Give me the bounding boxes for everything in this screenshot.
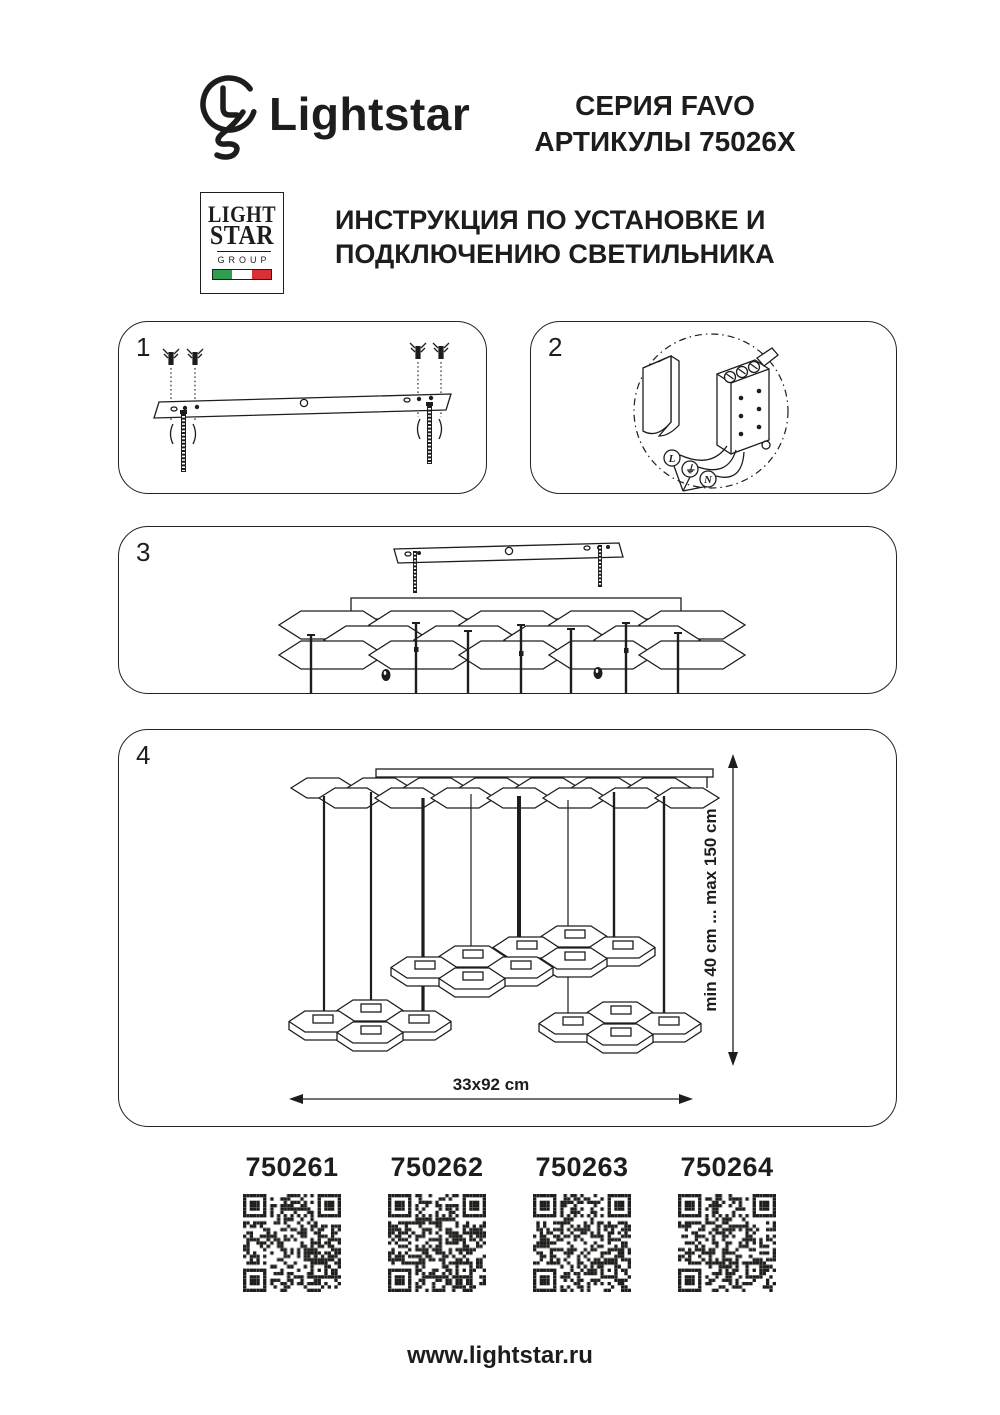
- fixture-mounting-diagram: [278, 542, 746, 693]
- lightstar-group-logo: LIGHT STAR GROUP: [200, 192, 284, 294]
- qr-item-750263: 750263: [533, 1152, 631, 1292]
- qr-item-750261: 750261: [243, 1152, 341, 1292]
- group-logo-star: STAR: [209, 220, 275, 251]
- suspended-clusters: [289, 926, 701, 1053]
- instruction-title: ИНСТРУКЦИЯ ПО УСТАНОВКЕ И ПОДКЛЮЧЕНИЮ СВ…: [335, 203, 835, 271]
- honeycomb-modules: [278, 610, 746, 670]
- step-3-number: 3: [136, 537, 151, 567]
- qr-code-icon: [243, 1194, 341, 1292]
- logo-wordmark: Lightstar: [269, 87, 471, 140]
- website-url: www.lightstar.ru: [407, 1342, 593, 1369]
- step-1-panel: 1: [118, 321, 487, 494]
- ceiling-modules: [290, 777, 720, 809]
- step-4-number: 4: [136, 740, 151, 770]
- detail-circle: [633, 333, 789, 489]
- earth-wire-label: ⏚: [685, 464, 696, 476]
- height-range-label: min 40 cm ... max 150 cm: [701, 808, 720, 1011]
- step-3-panel: 3: [118, 526, 897, 694]
- width-dimension: 33x92 cm: [289, 1075, 693, 1104]
- qr-item-750262: 750262: [388, 1152, 486, 1292]
- instruction-title-line1: ИНСТРУКЦИЯ ПО УСТАНОВКЕ И: [335, 205, 766, 235]
- lightstar-logo: Lightstar: [193, 62, 613, 177]
- article-number: 750261: [245, 1152, 339, 1182]
- instruction-title-line2: ПОДКЛЮЧЕНИЮ СВЕТИЛЬНИКА: [335, 239, 775, 269]
- mounting-bar-diagram: [153, 342, 452, 472]
- article-number: 750263: [535, 1152, 629, 1182]
- step-1-number: 1: [136, 332, 151, 362]
- lightstar-bulb-icon: [200, 74, 258, 160]
- step-2-number: 2: [548, 332, 563, 362]
- step-2-panel: 2: [530, 321, 897, 494]
- step-4-panel: 4: [118, 729, 897, 1127]
- article-number: 750262: [390, 1152, 484, 1182]
- series-articles: АРТИКУЛЫ 75026X: [534, 126, 796, 157]
- wire-terminals: L ⏚ N: [663, 449, 717, 488]
- group-logo-light: LIGHT: [207, 202, 277, 228]
- qr-code-icon: [388, 1194, 486, 1292]
- qr-code-section: 750261 750262 750263 750264: [243, 1152, 776, 1292]
- series-name: СЕРИЯ FAVO: [575, 90, 755, 121]
- live-wire-label: L: [668, 453, 676, 465]
- suspended-fixture-diagram: min 40 cm ... max 150 cm 33x92 cm: [289, 754, 738, 1104]
- qr-item-750264: 750264: [678, 1152, 776, 1292]
- width-label: 33x92 cm: [453, 1075, 530, 1094]
- wiring-diagram: L ⏚ N: [633, 333, 789, 492]
- italy-flag-icon: [212, 269, 272, 280]
- group-logo-group: GROUP: [217, 251, 271, 265]
- qr-code-icon: [678, 1194, 776, 1292]
- article-number: 750264: [680, 1152, 774, 1182]
- neutral-wire-label: N: [703, 474, 713, 486]
- qr-code-icon: [533, 1194, 631, 1292]
- series-heading: СЕРИЯ FAVO АРТИКУЛЫ 75026X: [500, 88, 830, 160]
- height-dimension: min 40 cm ... max 150 cm: [701, 754, 738, 1066]
